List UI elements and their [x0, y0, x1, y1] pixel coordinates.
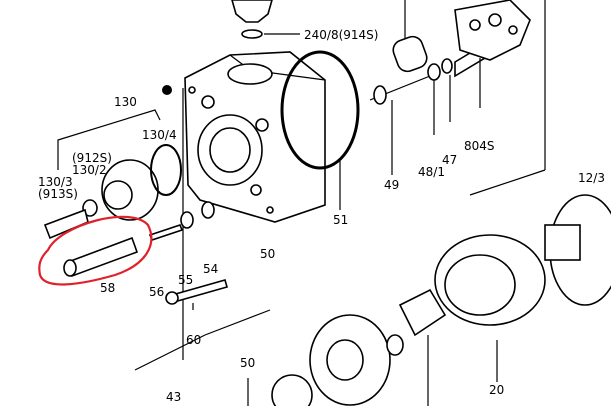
highlight-circle-58 — [38, 215, 153, 286]
label-50: 50 — [260, 247, 275, 261]
pump-housing — [184, 51, 326, 223]
label-48-1: 48/1 — [418, 165, 445, 179]
label-804s: 804S — [464, 139, 495, 153]
plug-dot — [162, 85, 172, 95]
rotor-assembly — [271, 194, 611, 406]
o-ring-51 — [280, 50, 360, 170]
label-50-lower: 50 — [240, 356, 255, 370]
plunger-assembly — [369, 0, 531, 105]
label-913s: (913S) — [38, 187, 78, 201]
label-58: 58 — [100, 281, 115, 295]
valve-assembly-130 — [43, 109, 215, 278]
label-60: 60 — [186, 333, 201, 347]
label-49: 49 — [384, 178, 399, 192]
label-43: 43 — [166, 390, 181, 404]
label-130-2: 130/2 — [72, 163, 107, 177]
label-20: 20 — [489, 383, 504, 397]
label-240-8: 240/8(914S) — [304, 28, 378, 42]
label-12-3: 12/3 — [578, 171, 605, 185]
top-fitting — [231, 0, 273, 39]
bolt-60 — [165, 279, 228, 305]
label-51: 51 — [333, 213, 348, 227]
label-55: 55 — [178, 273, 193, 287]
label-130-3: 130/3 — [38, 175, 73, 189]
label-56: 56 — [149, 285, 164, 299]
label-912s: (912S) — [72, 151, 112, 165]
label-130-4: 130/4 — [142, 128, 177, 142]
label-130: 130 — [114, 95, 137, 109]
label-47: 47 — [442, 153, 457, 167]
label-54: 54 — [203, 262, 218, 276]
